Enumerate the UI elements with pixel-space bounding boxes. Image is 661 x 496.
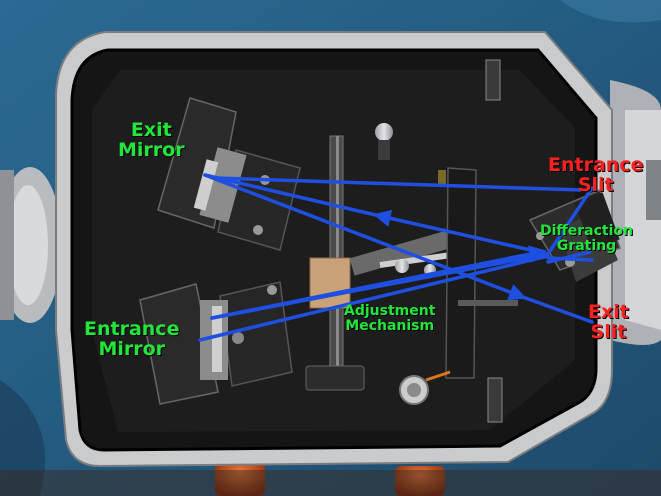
left-port: [0, 167, 62, 323]
right-port: [610, 80, 661, 345]
adjustment-mechanism: [309, 225, 470, 309]
exit-mirror-assembly: [157, 97, 301, 251]
copper-feet: [0, 462, 661, 496]
connector: [399, 370, 451, 405]
guide-rod: [305, 123, 393, 391]
entrance-mirror-assembly: [139, 281, 293, 405]
beam-paths: [198, 173, 594, 342]
